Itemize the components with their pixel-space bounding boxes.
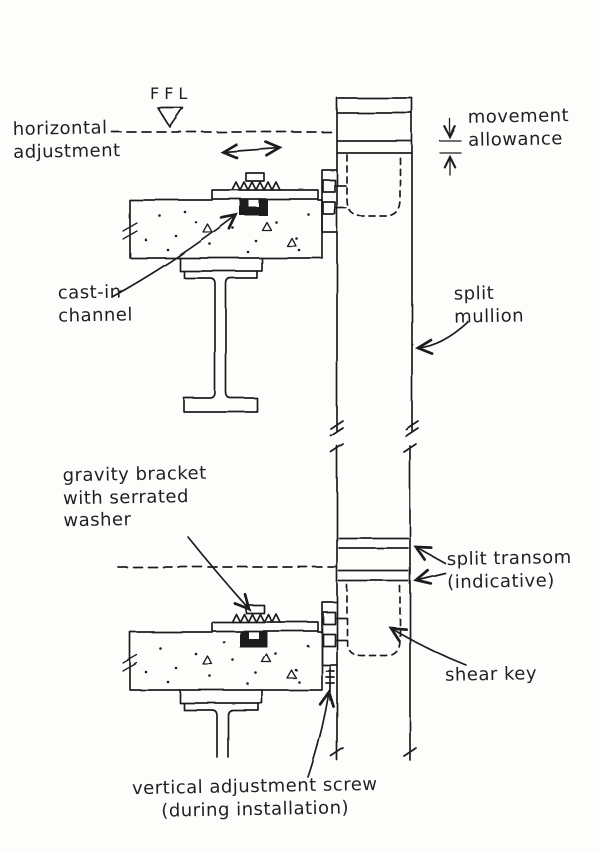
mullion-bottom xyxy=(330,443,417,761)
cleat-and-bolts xyxy=(321,169,347,233)
gravity-bracket-arrow xyxy=(187,536,252,612)
top-detail-drawing xyxy=(111,97,469,437)
steel-beam-2 xyxy=(179,689,263,758)
shear-key-dashed-outline xyxy=(346,584,401,657)
concrete-slab xyxy=(122,199,323,259)
horizontal-adjustment-label: horizontal adjustment xyxy=(12,117,121,163)
cleat-and-bolts-2 xyxy=(321,601,347,666)
mullion-top xyxy=(330,97,419,437)
spigot-dashed-outline xyxy=(346,154,401,217)
ffl-datum-symbol xyxy=(111,107,338,133)
horizontal-adjustment-arrow xyxy=(219,140,284,160)
cast-in-channel-section-2 xyxy=(239,630,268,648)
shear-key-arrow xyxy=(388,626,467,666)
cast-in-channel-section xyxy=(239,198,268,216)
vertical-adjustment-screw-label: vertical adjustment screw (during instal… xyxy=(131,773,378,822)
cast-in-channel-label: cast-in channel xyxy=(57,281,134,327)
gravity-bracket-plate xyxy=(211,172,319,200)
cast-in-channel-arrow xyxy=(111,213,239,298)
split-transom-label: split transom (indicative) xyxy=(446,546,572,593)
movement-allowance-dimension xyxy=(439,118,462,176)
vertical-adjustment-arrow xyxy=(307,688,335,778)
split-mullion-label: split mullion xyxy=(453,282,525,328)
ffl-label: FFL xyxy=(150,84,193,103)
shear-key-label: shear key xyxy=(444,663,538,686)
gravity-bracket-label: gravity bracket with serrated washer xyxy=(62,462,207,532)
vertical-adjustment-screw-shape xyxy=(325,664,335,701)
split-transom-arrows xyxy=(413,545,446,585)
movement-allowance-label: movement allowance xyxy=(467,105,570,151)
split-mullion-arrow xyxy=(414,321,469,356)
concrete-slab-2 xyxy=(122,631,323,691)
bottom-detail-drawing xyxy=(117,443,467,778)
gravity-bracket-plate-2 xyxy=(211,604,319,632)
steel-beam xyxy=(179,257,263,413)
